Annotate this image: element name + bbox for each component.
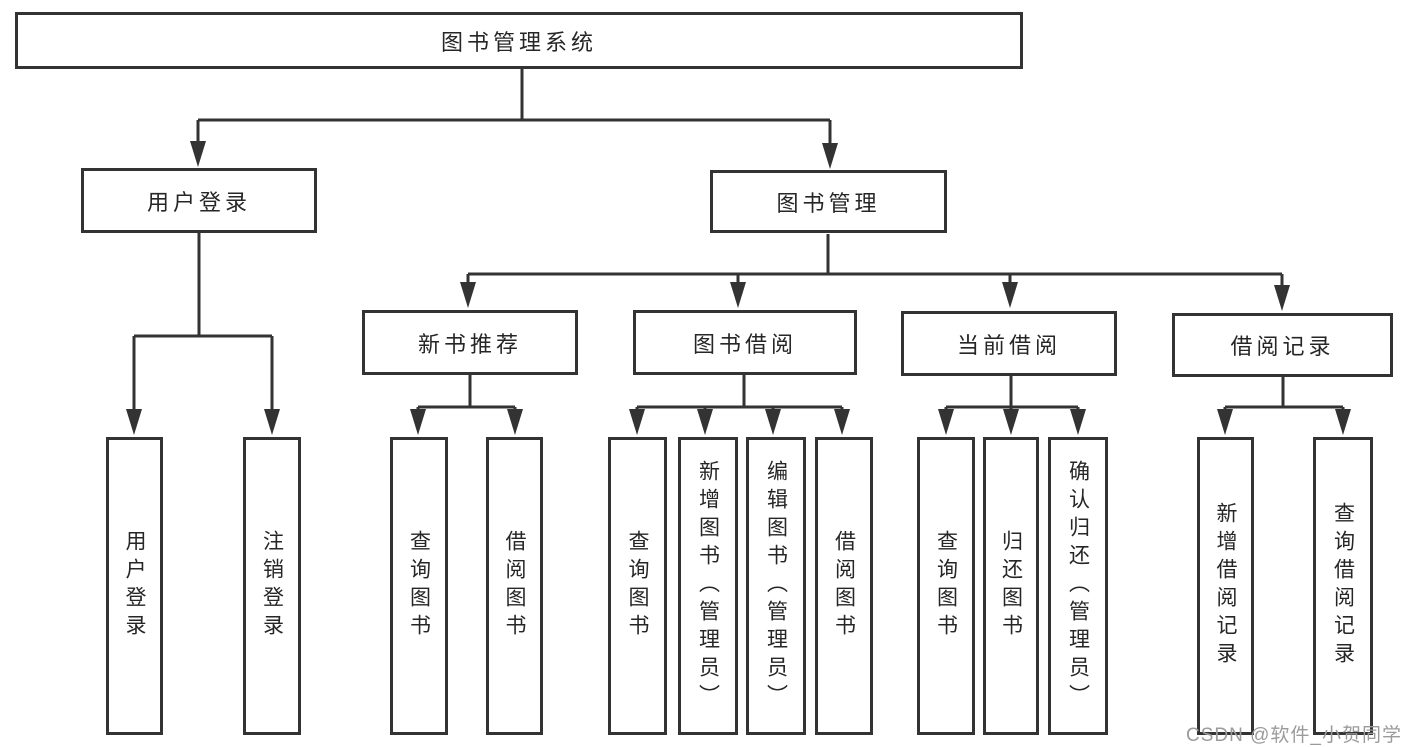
node-book-management-label: 图书管理 — [776, 190, 881, 216]
leaf-add-book-admin: 新增图书（管理员） — [678, 437, 738, 735]
node-current-borrowing: 当前借阅 — [901, 311, 1117, 376]
leaf-query-borrow-record-label: 查询借阅记录 — [1331, 502, 1355, 670]
node-user-login: 用户登录 — [81, 168, 317, 233]
leaf-query-books-1: 查询图书 — [390, 437, 448, 735]
node-book-borrowing-label: 图书借阅 — [692, 331, 797, 357]
leaf-logout: 注销登录 — [243, 437, 301, 735]
leaf-borrow-books-1: 借阅图书 — [486, 437, 543, 735]
leaf-return-books: 归还图书 — [983, 437, 1039, 735]
connector-management-branch — [460, 234, 1290, 311]
node-root: 图书管理系统 — [15, 12, 1023, 69]
leaf-query-books-1-label: 查询图书 — [407, 530, 431, 642]
leaf-borrow-books-1-label: 借阅图书 — [503, 530, 526, 642]
leaf-edit-book-admin-label: 编辑图书（管理员） — [764, 460, 788, 712]
connector-records-group — [1217, 377, 1351, 435]
leaf-edit-book-admin: 编辑图书（管理员） — [746, 437, 806, 735]
watermark: CSDN @软件_小贺同学 — [1186, 725, 1402, 746]
node-current-borrowing-label: 当前借阅 — [956, 332, 1061, 358]
leaf-borrow-books-2-label: 借阅图书 — [832, 530, 856, 642]
connector-current-group — [938, 376, 1086, 435]
leaf-confirm-return-admin: 确认归还（管理员） — [1048, 437, 1108, 735]
connector-root — [190, 69, 838, 169]
node-root-label: 图书管理系统 — [440, 29, 597, 55]
leaf-add-borrow-record: 新增借阅记录 — [1197, 437, 1254, 735]
node-borrowing-records: 借阅记录 — [1172, 313, 1393, 377]
node-book-management: 图书管理 — [710, 170, 947, 233]
leaf-borrow-books-2: 借阅图书 — [815, 437, 873, 735]
connector-login-branch — [126, 233, 280, 435]
node-book-borrowing: 图书借阅 — [633, 310, 857, 375]
connector-borrowing-group — [629, 375, 850, 435]
leaf-query-books-2-label: 查询图书 — [626, 530, 649, 642]
leaf-add-borrow-record-label: 新增借阅记录 — [1214, 502, 1237, 670]
leaf-query-books-2: 查询图书 — [608, 437, 667, 735]
connector-new-book-group — [410, 375, 523, 435]
leaf-logout-label: 注销登录 — [260, 530, 284, 642]
leaf-confirm-return-admin-label: 确认归还（管理员） — [1066, 460, 1090, 712]
node-user-login-label: 用户登录 — [146, 189, 251, 215]
leaf-add-book-admin-label: 新增图书（管理员） — [696, 460, 720, 712]
leaf-user-login-label: 用户登录 — [123, 530, 146, 642]
leaf-user-login: 用户登录 — [106, 437, 163, 735]
leaf-return-books-label: 归还图书 — [999, 530, 1023, 642]
leaf-query-books-3: 查询图书 — [917, 437, 975, 735]
node-borrowing-records-label: 借阅记录 — [1230, 334, 1335, 359]
node-new-book-recommend: 新书推荐 — [362, 310, 578, 375]
leaf-query-borrow-record: 查询借阅记录 — [1313, 437, 1373, 735]
node-new-book-recommend-label: 新书推荐 — [417, 331, 522, 357]
leaf-query-books-3-label: 查询图书 — [934, 530, 958, 642]
